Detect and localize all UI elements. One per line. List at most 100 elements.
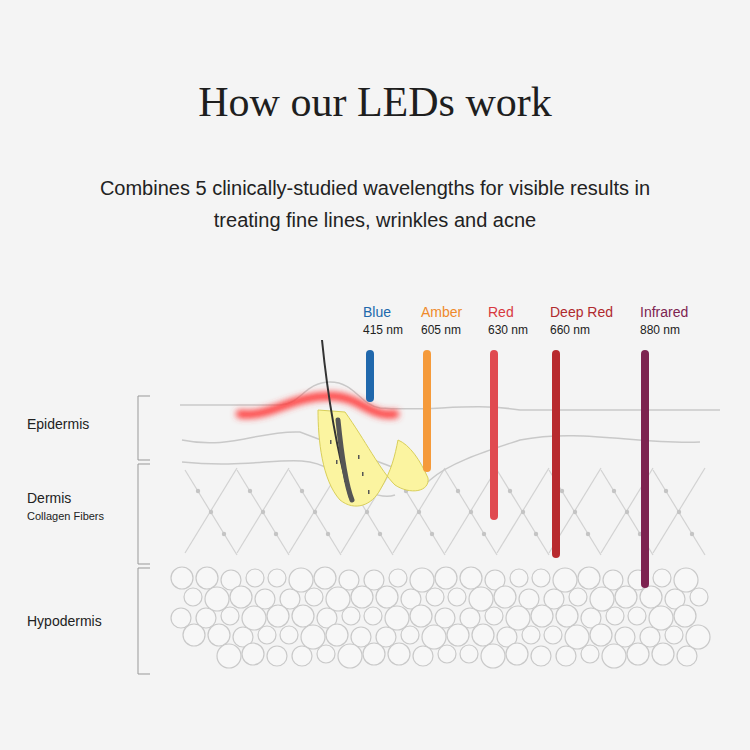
fat-cell xyxy=(376,586,398,608)
collagen-node xyxy=(196,489,200,493)
wavelength-name: Red xyxy=(488,304,514,321)
fat-cell xyxy=(448,588,466,606)
collagen-node xyxy=(690,532,694,536)
collagen-fiber xyxy=(653,468,705,553)
collagen-node xyxy=(625,510,629,514)
fat-cell xyxy=(690,588,708,606)
wavelength-name: Amber xyxy=(421,304,462,321)
fat-cell xyxy=(208,624,230,646)
fat-cell xyxy=(615,627,635,647)
fat-cell xyxy=(590,624,612,646)
fat-cell xyxy=(410,605,432,627)
collagen-node xyxy=(430,532,434,536)
fat-cell xyxy=(578,567,600,589)
fat-cell xyxy=(205,587,229,611)
fat-cell xyxy=(258,626,276,644)
fat-cell xyxy=(674,605,696,627)
fat-cell xyxy=(351,627,371,647)
fat-cell xyxy=(640,586,662,608)
fat-cell xyxy=(606,607,624,625)
fat-cell xyxy=(388,643,410,665)
fat-cell xyxy=(472,624,494,646)
wavelength-value: 415 nm xyxy=(363,323,403,337)
fat-cell xyxy=(196,567,218,589)
fat-cell xyxy=(326,587,350,611)
wavelength-name: Blue xyxy=(363,304,391,321)
subtitle: Combines 5 clinically-studied wavelength… xyxy=(65,172,685,236)
wavelength-value: 605 nm xyxy=(421,323,461,337)
fat-cell xyxy=(615,586,637,608)
fat-cells xyxy=(171,567,710,668)
layer-label: Dermis xyxy=(27,490,71,507)
fat-cell xyxy=(351,586,373,608)
fat-cell xyxy=(519,589,539,609)
collagen-node xyxy=(274,532,278,536)
fat-cell xyxy=(506,643,528,665)
collagen-fibers xyxy=(185,468,705,555)
collagen-node xyxy=(209,510,213,514)
fat-cell xyxy=(569,588,587,606)
collagen-node xyxy=(326,532,330,536)
collagen-node xyxy=(300,489,304,493)
collagen-fiber xyxy=(185,468,237,553)
collagen-fiber xyxy=(445,470,497,555)
title: How our LEDs work xyxy=(0,78,750,126)
collagen-node xyxy=(313,510,317,514)
fat-cell xyxy=(305,588,323,606)
fat-cell xyxy=(389,569,407,587)
fat-cell xyxy=(230,586,252,608)
fat-cell xyxy=(531,646,551,666)
fat-cell xyxy=(531,605,553,627)
epidermis-lines xyxy=(180,382,720,496)
fat-cell xyxy=(401,626,419,644)
fat-cell xyxy=(301,625,325,649)
fat-cell xyxy=(590,587,614,611)
fat-cell xyxy=(469,587,493,611)
collagen-fiber xyxy=(237,470,289,555)
fat-cell xyxy=(544,626,562,644)
fat-cell xyxy=(652,643,674,665)
fat-cell xyxy=(447,624,469,646)
collagen-node xyxy=(534,532,538,536)
collagen-fiber xyxy=(497,470,549,555)
fat-cell xyxy=(435,608,455,628)
fat-cell xyxy=(506,606,530,630)
layer-sublabel: Collagen Fibers xyxy=(27,510,104,523)
fat-cell xyxy=(438,645,456,663)
fat-cell xyxy=(246,569,264,587)
fat-cell xyxy=(268,569,286,587)
collagen-node xyxy=(222,532,226,536)
layer-label: Hypodermis xyxy=(27,613,102,630)
fat-cell xyxy=(292,646,312,666)
fat-cell xyxy=(686,625,710,649)
fat-cell xyxy=(342,607,360,625)
collagen-node xyxy=(664,489,668,493)
fat-cell xyxy=(460,567,482,589)
fat-cell xyxy=(184,588,202,606)
fat-cell xyxy=(364,607,382,625)
fat-cell xyxy=(665,626,683,644)
fat-cell xyxy=(677,646,697,666)
wavelength-value: 660 nm xyxy=(550,323,590,337)
fat-cell xyxy=(171,567,193,589)
collagen-node xyxy=(417,510,421,514)
fat-cell xyxy=(413,646,433,666)
fat-cell xyxy=(171,608,191,628)
wavelength-value: 880 nm xyxy=(640,323,680,337)
fat-cell xyxy=(385,606,409,630)
fat-cell xyxy=(653,569,671,587)
collagen-fiber xyxy=(237,468,289,553)
light-bars xyxy=(370,354,645,584)
fat-cell xyxy=(242,643,264,665)
collagen-node xyxy=(573,510,577,514)
fat-cell xyxy=(183,624,205,646)
fat-cell xyxy=(410,568,434,592)
fat-cell xyxy=(314,567,336,589)
fat-cell xyxy=(267,646,287,666)
sebum-dots xyxy=(330,440,370,494)
fat-cell xyxy=(481,644,505,668)
collagen-node xyxy=(248,489,252,493)
collagen-node xyxy=(456,489,460,493)
fat-cell xyxy=(494,586,516,608)
fat-cell xyxy=(338,644,362,668)
